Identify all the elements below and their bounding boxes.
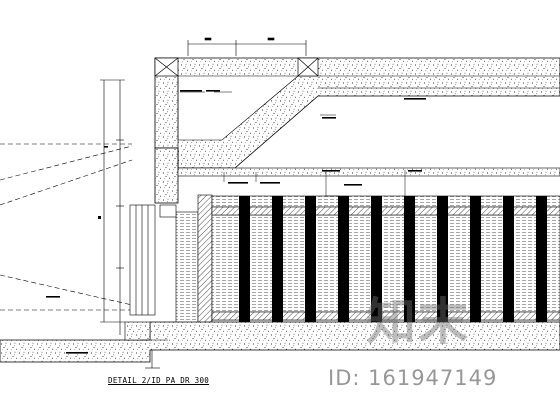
detail-title: DETAIL 2/ID PA DR 300	[108, 376, 210, 385]
watermark-id: ID: 161947149	[328, 366, 498, 390]
ceiling-baffle-grid	[211, 195, 560, 334]
black-baffles	[239, 196, 547, 333]
window-frame	[129, 204, 156, 316]
section-bracket	[145, 350, 160, 369]
left-wall-column	[154, 147, 179, 204]
structural-x-markers	[154, 57, 319, 77]
dashed-sight-lines	[0, 143, 133, 311]
soffit-band	[177, 167, 560, 177]
top-dimension-line	[187, 37, 307, 56]
annotation-leaders	[140, 91, 406, 341]
annotation-text-marks	[46, 90, 426, 354]
vertical-dimension-lines	[100, 79, 125, 335]
louver-stack	[175, 211, 199, 325]
floor-slab	[0, 321, 560, 363]
watermark-logo: 知末	[366, 293, 470, 351]
